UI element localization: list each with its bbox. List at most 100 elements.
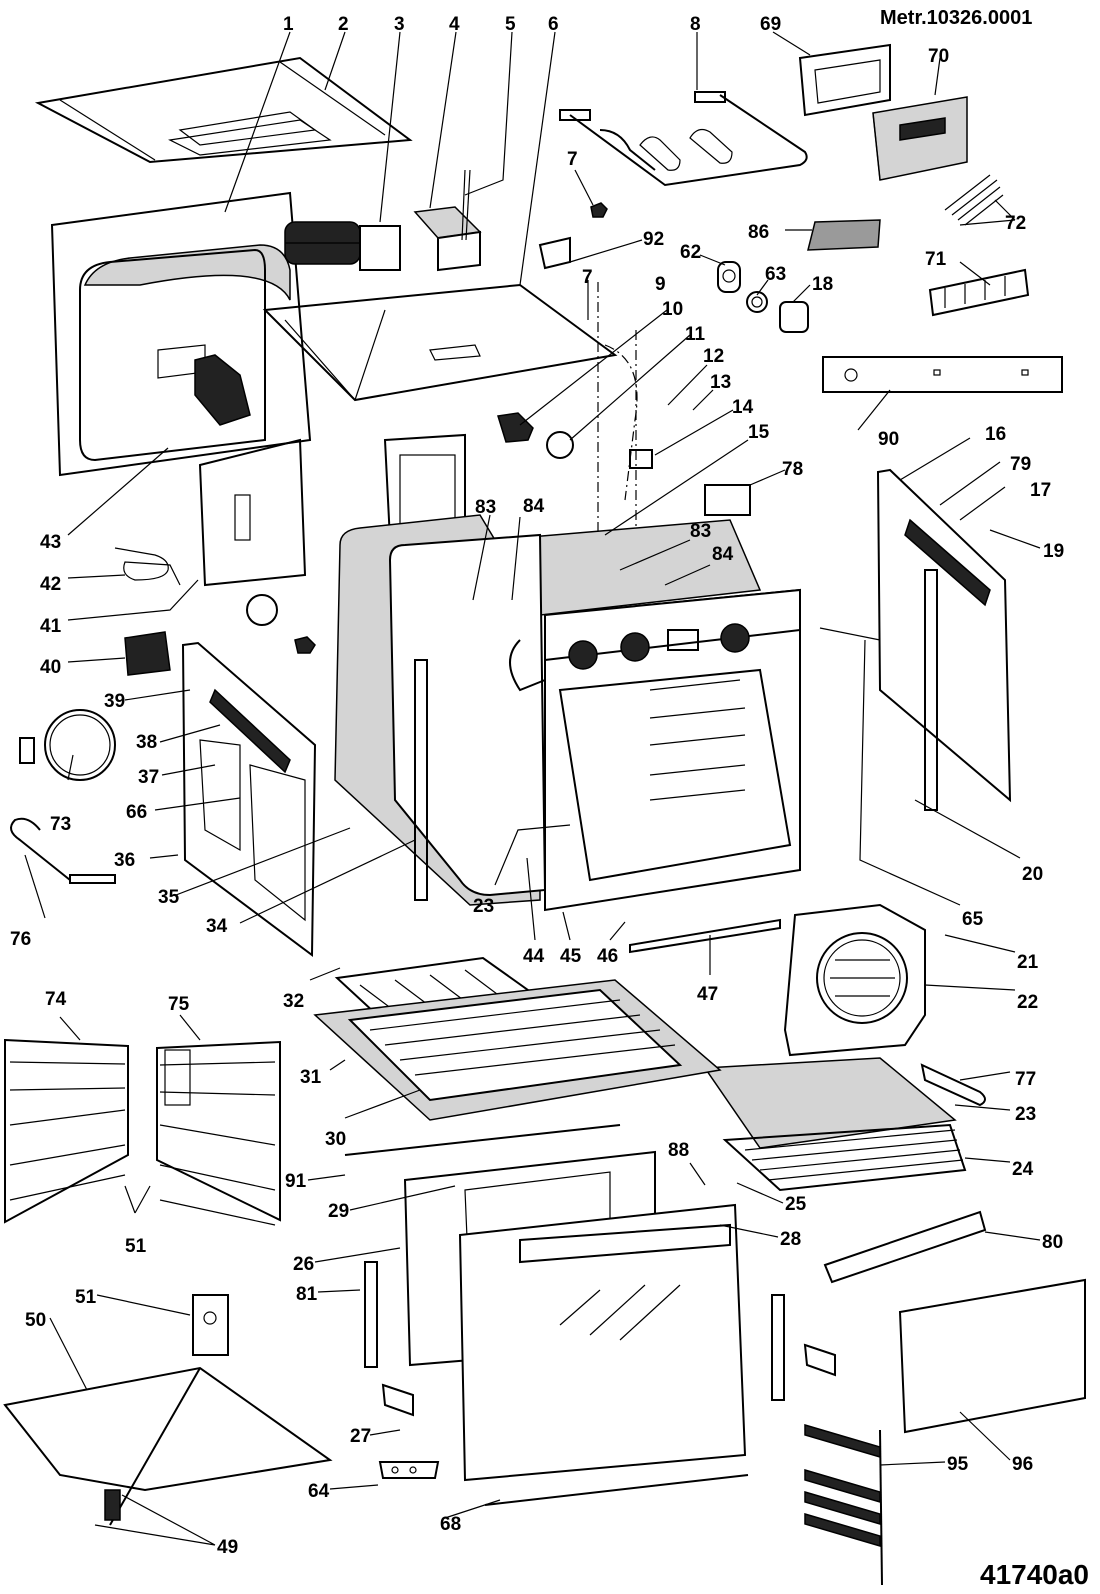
part-label-7: 7	[567, 149, 578, 170]
part-label-83-left: 83	[475, 497, 496, 518]
part-junction-box	[413, 169, 482, 272]
part-label-91: 91	[285, 1171, 307, 1192]
part-label-92: 92	[643, 229, 664, 250]
part-label-5: 5	[505, 14, 516, 35]
part-rail-47	[629, 918, 781, 954]
part-label-43: 43	[40, 532, 61, 553]
part-label-96: 96	[1012, 1454, 1033, 1475]
part-label-39: 39	[104, 691, 125, 712]
part-label-72: 72	[1005, 213, 1026, 234]
part-left-side-panel	[181, 641, 317, 957]
part-label-10: 10	[662, 299, 683, 320]
part-label-27: 27	[350, 1426, 371, 1447]
part-label-25: 25	[785, 1194, 807, 1215]
part-label-30: 30	[325, 1129, 346, 1150]
part-labels: 1 2 3 4 5 6 8 69 70 7 92 86 72 62 63 18 …	[10, 14, 1064, 1558]
part-label-70: 70	[928, 46, 949, 67]
part-label-73: 73	[50, 814, 71, 835]
part-label-12: 12	[703, 346, 724, 367]
part-label-62: 62	[680, 242, 701, 263]
part-label-81: 81	[296, 1284, 318, 1305]
part-lower-heating-element	[3, 1366, 333, 1526]
part-fan-cover	[783, 903, 926, 1057]
part-control-panel-fascia	[822, 356, 1063, 393]
part-label-32: 32	[283, 991, 304, 1012]
part-door-handle	[823, 1210, 987, 1284]
part-label-77: 77	[1015, 1069, 1036, 1090]
part-label-74: 74	[45, 989, 67, 1010]
part-front-frame	[544, 588, 801, 912]
drawing-number: 41740a0	[980, 1559, 1089, 1590]
part-lamp-holder	[246, 594, 316, 654]
part-label-37: 37	[138, 767, 159, 788]
part-label-23-cavity: 23	[473, 896, 494, 917]
part-label-35: 35	[158, 887, 180, 908]
part-label-76: 76	[10, 929, 31, 950]
part-circular-element	[19, 709, 116, 781]
part-label-9: 9	[655, 274, 666, 295]
part-thermostat-51	[192, 1294, 229, 1356]
part-back-panel	[50, 191, 312, 477]
part-door-strip	[378, 1461, 749, 1506]
part-label-41: 41	[40, 616, 62, 637]
part-door-hinges	[364, 1261, 836, 1417]
part-oven-door	[344, 1124, 747, 1482]
part-label-88: 88	[668, 1140, 689, 1161]
part-oven-cavity	[334, 514, 762, 906]
part-switch-strip	[928, 268, 1030, 317]
part-cooling-fan	[284, 221, 401, 271]
part-oven-tray	[313, 979, 722, 1121]
part-display-glass	[807, 219, 881, 251]
part-label-17: 17	[1030, 480, 1051, 501]
part-label-46: 46	[597, 946, 618, 967]
part-label-18-top: 18	[812, 274, 833, 295]
part-label-16: 16	[985, 424, 1006, 445]
part-top-cover	[34, 56, 413, 164]
leader-lines	[24, 31, 1041, 1546]
part-label-83-right: 83	[690, 521, 711, 542]
part-electronic-programmer	[872, 96, 968, 181]
part-grill-element	[559, 91, 808, 187]
part-label-79: 79	[1010, 454, 1031, 475]
part-label-84-left: 84	[523, 496, 545, 517]
part-label-69: 69	[760, 14, 781, 35]
part-label-45: 45	[560, 946, 582, 967]
part-label-3: 3	[394, 14, 405, 35]
part-label-6: 6	[548, 14, 559, 35]
part-label-31: 31	[300, 1067, 322, 1088]
part-label-23-tray: 23	[1015, 1104, 1036, 1125]
part-label-8: 8	[690, 14, 701, 35]
part-label-51-top: 51	[125, 1236, 147, 1257]
drawing-reference-code: Metr.10326.0001	[880, 7, 1032, 29]
part-label-20: 20	[1022, 864, 1043, 885]
part-right-side-panel	[819, 468, 1012, 811]
part-label-49: 49	[217, 1537, 238, 1558]
part-label-34: 34	[206, 916, 228, 937]
part-side-rack-left	[4, 1038, 129, 1224]
part-label-7-lower: 7	[582, 267, 593, 288]
part-label-24: 24	[1012, 1159, 1034, 1180]
part-label-71: 71	[925, 249, 947, 270]
part-label-68: 68	[440, 1514, 461, 1535]
part-label-86: 86	[748, 222, 769, 243]
part-label-78: 78	[782, 459, 803, 480]
part-label-38: 38	[136, 732, 157, 753]
part-label-63: 63	[765, 264, 786, 285]
part-label-2: 2	[338, 14, 349, 35]
part-label-19: 19	[1043, 541, 1064, 562]
part-top-plate	[262, 283, 618, 402]
part-label-84-right: 84	[712, 544, 734, 565]
part-baking-tray	[703, 1057, 967, 1192]
part-door-inner-glass	[898, 1278, 1086, 1434]
part-display-frame	[798, 43, 891, 117]
part-label-47: 47	[697, 984, 718, 1005]
part-label-65: 65	[962, 909, 984, 930]
part-label-26: 26	[293, 1254, 314, 1275]
part-label-15: 15	[748, 422, 770, 443]
part-label-13: 13	[710, 372, 731, 393]
part-label-14: 14	[732, 397, 754, 418]
part-label-22: 22	[1017, 992, 1038, 1013]
part-knob-parts	[538, 202, 809, 333]
part-label-75: 75	[168, 994, 190, 1015]
